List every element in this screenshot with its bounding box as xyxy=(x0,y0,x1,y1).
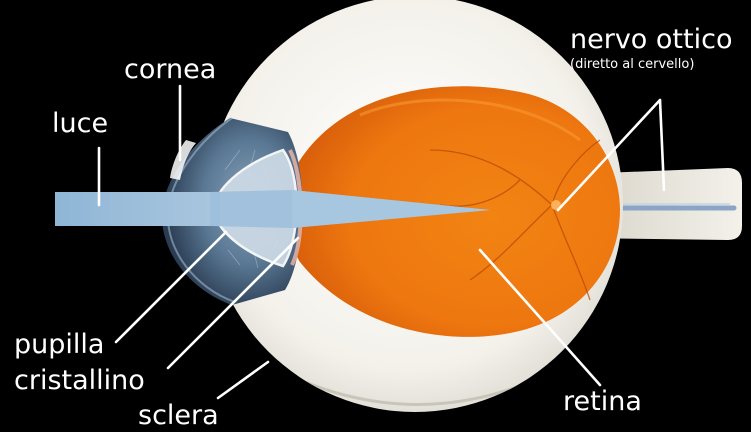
label-cornea: cornea xyxy=(124,54,216,85)
label-nervo-ottico-note: (diretto al cervello) xyxy=(570,57,694,72)
label-sclera: sclera xyxy=(138,400,219,431)
label-luce: luce xyxy=(52,108,108,139)
label-nervo-ottico: nervo ottico xyxy=(570,24,732,55)
label-pupilla: pupilla xyxy=(14,329,104,360)
label-cristallino: cristallino xyxy=(14,365,145,396)
label-retina: retina xyxy=(563,386,642,417)
